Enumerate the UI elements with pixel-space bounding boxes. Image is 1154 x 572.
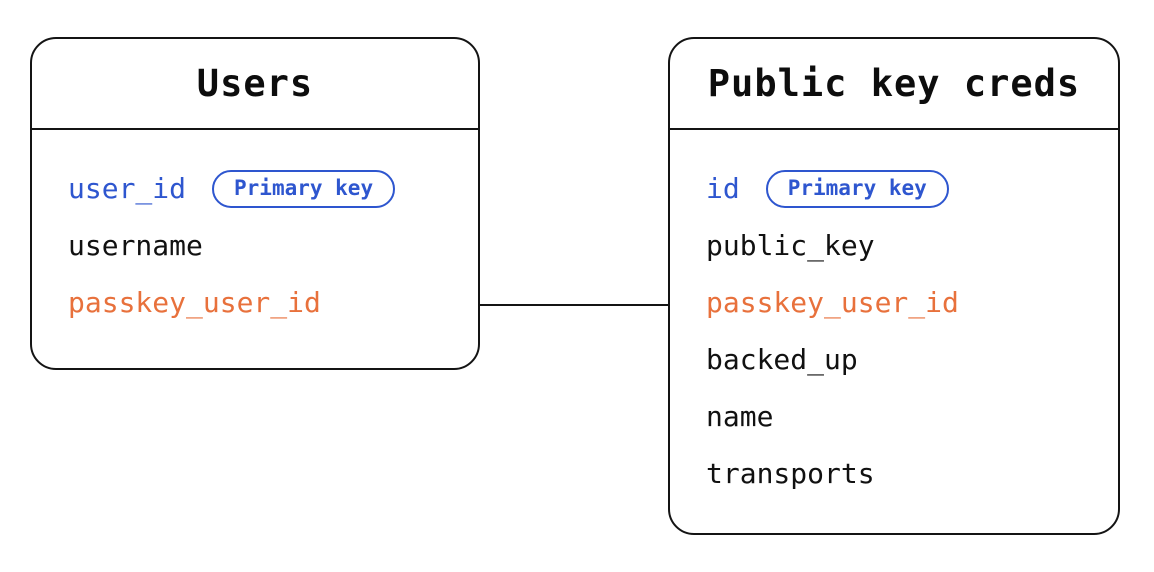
field-passkey-user-id: passkey_user_id [68,286,321,319]
table-public-key-creds-fields: id Primary key public_key passkey_user_i… [670,130,1118,491]
field-passkey-user-id: passkey_user_id [706,286,959,319]
table-users-header: Users [32,39,478,130]
table-users-title: Users [196,62,314,105]
table-users: Users user_id Primary key username passk… [30,37,480,370]
field-row-transports: transports [706,457,1082,491]
field-name: name [706,400,774,433]
field-row-name: name [706,400,1082,434]
field-row-public-key: public_key [706,229,1082,263]
primary-key-badge: Primary key [765,170,949,208]
field-user-id: user_id [68,172,187,205]
field-row-passkey-user-id: passkey_user_id [706,286,1082,320]
table-public-key-creds-header: Public key creds [670,39,1118,130]
field-row-id: id Primary key [706,170,1082,208]
table-public-key-creds: Public key creds id Primary key public_k… [668,37,1120,535]
field-row-passkey-user-id: passkey_user_id [68,286,442,320]
relation-connector-line [480,304,668,306]
field-row-username: username [68,229,442,263]
field-id: id [706,172,740,205]
field-username: username [68,229,203,262]
primary-key-badge: Primary key [212,170,396,208]
table-users-fields: user_id Primary key username passkey_use… [32,130,478,320]
field-row-backed-up: backed_up [706,343,1082,377]
field-backed-up: backed_up [706,343,858,376]
table-public-key-creds-title: Public key creds [707,62,1081,105]
field-row-user-id: user_id Primary key [68,170,442,208]
field-public-key: public_key [706,229,875,262]
field-transports: transports [706,457,875,490]
